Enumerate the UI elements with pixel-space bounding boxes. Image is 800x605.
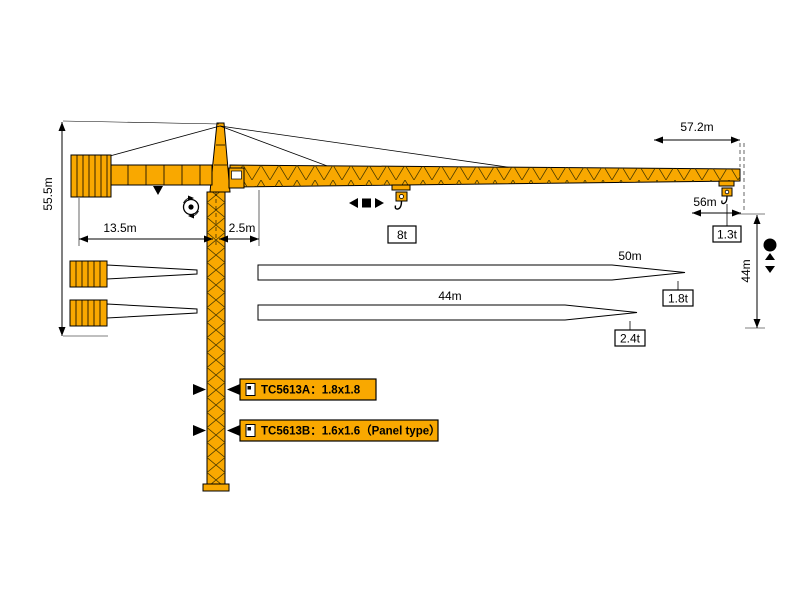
tower-height-label: 55.5m (41, 177, 55, 210)
tower-mast (202, 191, 230, 492)
tip-load-label: 1.3t (717, 228, 738, 242)
hook-height-label: 44m (739, 259, 753, 282)
variant-50-load-label: 1.8t (668, 292, 689, 306)
slewing-icon (182, 195, 200, 219)
tower-section-icon (245, 424, 256, 437)
max-load-callout: 8t (387, 225, 417, 244)
jib-total-label: 57.2m (680, 120, 713, 134)
trolley-tip (718, 180, 735, 226)
hoist-up-down-icon (763, 238, 777, 273)
dim-counter-jib: 13.5m (78, 192, 217, 246)
variant-44-load-label: 2.4t (620, 332, 641, 346)
callout-model-a: TC5613A：1.8x1.8 (193, 378, 377, 401)
dim-hook-height: 44m (732, 213, 765, 329)
variant-44-length-label: 44m (438, 289, 461, 303)
jib-variant-44m: 44m 2.4t (257, 289, 646, 347)
counterweight-option-2 (69, 299, 198, 327)
root-offset-label: 2.5m (229, 221, 256, 235)
tip-load-callout: 1.3t (712, 225, 742, 243)
dim-tower-height: 55.5m (41, 120, 220, 337)
pointer-left-icon (227, 384, 240, 395)
jib-variant-50m: 50m 1.8t (257, 249, 694, 307)
pendant-lines (94, 125, 529, 171)
variant-50-length-label: 50m (618, 249, 641, 263)
dim-tip-radius: 56m (692, 195, 741, 217)
operator-cab (228, 167, 245, 189)
callout-model-b: TC5613B：1.6x1.6（Panel type） (193, 419, 441, 442)
pointer-right-icon (193, 384, 206, 395)
hoist-position-marker (153, 186, 163, 195)
hook-icon (394, 200, 403, 210)
counterweight-option-1 (69, 260, 198, 288)
tip-radius-label: 56m (693, 195, 716, 209)
model-b-label: TC5613B：1.6x1.6（Panel type） (261, 424, 441, 438)
hook-icon (721, 196, 728, 205)
dim-jib-total: 57.2m (654, 120, 745, 212)
tower-apex (209, 122, 231, 193)
pointer-left-icon (227, 425, 240, 436)
trolley-travel-arrows-icon (349, 198, 384, 208)
pointer-right-icon (193, 425, 206, 436)
tower-section-icon (245, 383, 256, 396)
trolley-mid (391, 184, 411, 210)
counterweight-stack (70, 154, 112, 198)
max-load-label: 8t (397, 228, 408, 242)
dim-root-offset: 2.5m (219, 190, 260, 246)
counter-jib (109, 164, 213, 186)
model-a-label: TC5613A：1.8x1.8 (261, 385, 361, 397)
mast-base (202, 483, 230, 492)
main-jib (229, 164, 741, 188)
counter-jib-label: 13.5m (103, 221, 136, 235)
